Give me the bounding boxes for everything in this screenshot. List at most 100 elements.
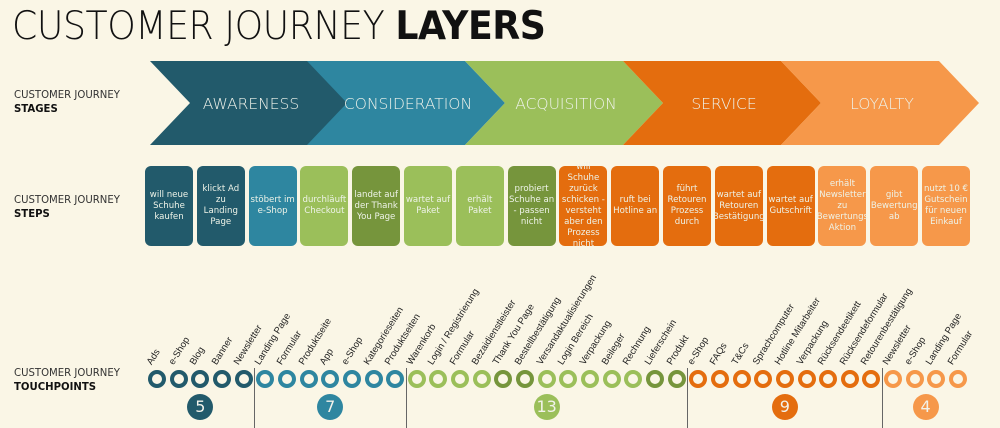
touchpoint-ring bbox=[884, 370, 903, 388]
step-text: erhält Paket bbox=[467, 195, 493, 216]
step-text: gibt Bewertung ab bbox=[870, 189, 918, 222]
touchpoint-ring bbox=[148, 370, 166, 388]
stage-chevron-consideration bbox=[307, 61, 505, 145]
touchpoint-ring bbox=[797, 370, 816, 388]
stage-label: AWARENESS bbox=[203, 95, 299, 113]
touchpoint-ring bbox=[645, 370, 664, 388]
step-card: probiert Schuhe an - passen nicht bbox=[507, 166, 556, 246]
step-text: erhält Newsletter zu Bewertungs Aktion bbox=[816, 178, 869, 233]
touchpoint-label: e-Shop bbox=[339, 335, 366, 367]
stage-divider bbox=[882, 368, 884, 428]
step-card: durchläuft Checkout bbox=[300, 166, 349, 246]
touchpoint-ring bbox=[212, 370, 231, 388]
row-label-steps: CUSTOMER JOURNEY STEPS bbox=[14, 193, 120, 221]
stage-chevron-service bbox=[623, 61, 821, 145]
step-text: führt Retouren Prozess durch bbox=[667, 184, 707, 227]
touchpoint-ring bbox=[775, 370, 794, 388]
touchpoint-ring bbox=[191, 370, 210, 388]
touchpoint-ring bbox=[667, 370, 686, 388]
touchpoint-label: Ads bbox=[144, 347, 163, 367]
stage-label: SERVICE bbox=[691, 95, 756, 113]
touchpoint-ring bbox=[472, 370, 491, 388]
stage-divider bbox=[687, 368, 689, 428]
touchpoint-count-badge: 9 bbox=[771, 394, 798, 420]
touchpoint-count-badge: 4 bbox=[912, 394, 939, 420]
step-card: landet auf der Thank You Page bbox=[352, 166, 401, 246]
touchpoint-ring bbox=[754, 370, 773, 388]
step-card: klickt Ad zu Landing Page bbox=[196, 166, 245, 246]
row-label-touchpoints: CUSTOMER JOURNEY TOUCHPOINTS bbox=[14, 366, 120, 394]
touchpoint-ring bbox=[451, 370, 470, 388]
touchpoint-label: Blog bbox=[187, 345, 208, 367]
step-card: stöbert im e-Shop bbox=[248, 166, 297, 246]
step-text: probiert Schuhe an - passen nicht bbox=[508, 184, 555, 227]
step-card: nutzt 10 € Gutschein für neuen Einkauf bbox=[922, 166, 970, 246]
step-text: wartet auf Gutschrift bbox=[768, 195, 813, 216]
row-label-line1: CUSTOMER JOURNEY bbox=[14, 366, 120, 379]
touchpoint-ring bbox=[234, 370, 253, 388]
page-title: CUSTOMER JOURNEY LAYERS bbox=[12, 4, 546, 49]
step-card: wartet auf Retouren Bestätigung bbox=[713, 166, 765, 246]
step-text: klickt Ad zu Landing Page bbox=[202, 184, 240, 227]
step-card: ruft bei Hotline an bbox=[611, 166, 660, 246]
touchpoint-ring bbox=[927, 370, 946, 388]
touchpoint-label: Banner bbox=[209, 335, 236, 367]
touchpoint-ring bbox=[624, 370, 643, 388]
touchpoint-ring bbox=[386, 370, 405, 388]
step-text: stöbert im e-Shop bbox=[250, 195, 295, 216]
touchpoint-label: T&Cs bbox=[729, 341, 752, 367]
touchpoint-ring bbox=[581, 370, 599, 388]
title-bold: LAYERS bbox=[395, 4, 546, 49]
row-label-line2: STAGES bbox=[14, 102, 58, 115]
touchpoint-ring bbox=[494, 370, 513, 388]
stage-divider bbox=[405, 368, 407, 428]
row-label-stages: CUSTOMER JOURNEY STAGES bbox=[14, 88, 120, 116]
row-label-line2: STEPS bbox=[14, 207, 50, 220]
row-label-line1: CUSTOMER JOURNEY bbox=[14, 193, 120, 206]
step-card: gibt Bewertung ab bbox=[870, 166, 919, 246]
step-card: erhält Paket bbox=[455, 166, 504, 246]
touchpoint-ring bbox=[321, 370, 340, 388]
touchpoint-ring bbox=[169, 370, 188, 388]
stage-label: ACQUISITION bbox=[515, 95, 617, 113]
touchpoint-ring bbox=[277, 370, 296, 388]
touchpoint-count-badge: 7 bbox=[317, 394, 344, 420]
step-card: will Schuhe zurück schicken - versteht a… bbox=[559, 162, 608, 249]
stage-chevron-acquisition bbox=[465, 61, 663, 145]
touchpoint-ring bbox=[689, 370, 708, 388]
row-label-line1: CUSTOMER JOURNEY bbox=[14, 88, 120, 101]
touchpoint-count-badge: 5 bbox=[187, 394, 214, 420]
touchpoint-ring bbox=[602, 370, 621, 388]
touchpoint-ring bbox=[429, 370, 448, 388]
title-regular: CUSTOMER JOURNEY bbox=[12, 4, 396, 49]
touchpoint-ring bbox=[819, 370, 838, 388]
stage-chevron-loyalty bbox=[781, 61, 979, 145]
touchpoint-ring bbox=[905, 370, 924, 388]
touchpoint-ring bbox=[256, 370, 275, 388]
touchpoint-ring bbox=[364, 370, 383, 388]
step-text: will neue Schuhe kaufen bbox=[149, 189, 189, 222]
step-card: führt Retouren Prozess durch bbox=[663, 166, 711, 246]
row-label-line2: TOUCHPOINTS bbox=[14, 380, 97, 393]
touchpoint-ring bbox=[407, 370, 426, 388]
step-text: ruft bei Hotline an bbox=[613, 195, 658, 216]
touchpoint-ring bbox=[840, 370, 859, 388]
step-text: durchläuft Checkout bbox=[302, 195, 347, 216]
touchpoint-ring bbox=[516, 370, 535, 388]
touchpoint-count-badge: 13 bbox=[533, 394, 560, 420]
touchpoint-label: FAQs bbox=[707, 341, 730, 367]
stage-chevron-awareness bbox=[150, 61, 348, 145]
touchpoint-ring bbox=[559, 370, 578, 388]
touchpoint-ring bbox=[537, 370, 556, 388]
stages-chevron-bar: AWARENESS CONSIDERATION ACQUISITION SERVICE… bbox=[150, 61, 979, 145]
touchpoint-ring bbox=[342, 370, 361, 388]
step-text: wartet auf Paket bbox=[405, 195, 451, 216]
step-card: erhält Newsletter zu Bewertungs Aktion bbox=[816, 166, 869, 246]
step-text: nutzt 10 € Gutschein für neuen Einkauf bbox=[923, 184, 968, 227]
step-card: wartet auf Paket bbox=[404, 166, 452, 246]
touchpoint-ring bbox=[862, 370, 881, 388]
step-text: landet auf der Thank You Page bbox=[354, 189, 399, 222]
step-card: will neue Schuhe kaufen bbox=[145, 166, 193, 246]
touchpoint-ring bbox=[732, 370, 751, 388]
stage-label: CONSIDERATION bbox=[344, 95, 472, 113]
